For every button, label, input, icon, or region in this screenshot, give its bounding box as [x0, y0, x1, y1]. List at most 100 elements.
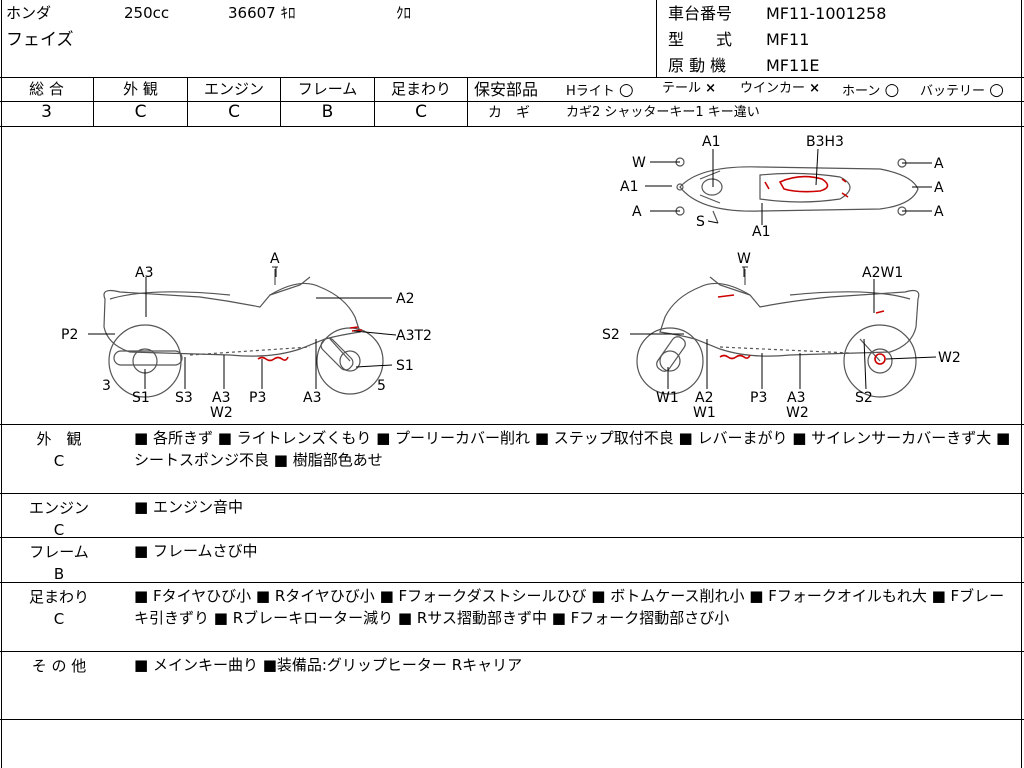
grade-col-1	[93, 78, 94, 126]
line-section-1	[0, 493, 1024, 494]
line-diagram-bottom	[0, 424, 1024, 425]
lbl-top-b3h3: B3H3	[806, 134, 844, 150]
lbl-right-s2-left: S2	[602, 327, 620, 343]
lbl-left-s1: S1	[132, 390, 150, 406]
left-view-leaders	[88, 267, 397, 389]
line-grade-bottom	[0, 126, 1024, 127]
grade-header-engine: エンジン	[203, 80, 264, 98]
safety-item-tail: テール ×	[662, 82, 716, 95]
lbl-top-a1-left: A1	[620, 179, 638, 195]
lbl-left-a3t2: A3T2	[396, 328, 432, 344]
line-section-2	[0, 537, 1024, 538]
model-label: 型 式	[668, 30, 733, 49]
grade-col-5	[467, 78, 468, 126]
lbl-left-5: 5	[377, 378, 386, 394]
grade-header-suspension: 足まわり	[390, 80, 451, 98]
line-section-5	[0, 719, 1024, 720]
lbl-right-a2: A2	[695, 390, 713, 406]
safety-headlight-mark: ○	[618, 80, 634, 100]
right-view-damage	[717, 294, 886, 365]
keys-label: カ ギ	[488, 105, 530, 121]
lbl-right-a2w1: A2W1	[862, 265, 903, 281]
right-view-leaders	[630, 267, 937, 390]
section-frame-title: フレーム	[29, 543, 89, 561]
lbl-left-p3: P3	[249, 390, 266, 406]
section-engine-label: エンジン C	[4, 498, 114, 542]
section-exterior-text: ■ 各所きず ■ ライトレンズくもり ■ プーリーカバー削れ ■ ステップ取付不…	[134, 429, 1011, 469]
lbl-left-a3-top: A3	[135, 265, 153, 281]
lbl-right-w2-right: W2	[938, 350, 961, 366]
grade-header-frame: フレーム	[297, 80, 358, 98]
grade-col-3	[280, 78, 281, 126]
lbl-top-a1-bottom: A1	[752, 224, 770, 240]
outer-left-border	[1, 0, 2, 768]
section-exterior-title: 外 観	[36, 430, 82, 448]
safety-horn-mark: ○	[884, 80, 900, 100]
line-section-4	[0, 651, 1024, 652]
lbl-right-a3: A3	[787, 390, 805, 406]
left-view-damage	[257, 326, 363, 362]
lbl-left-w2: W2	[210, 405, 233, 421]
section-suspension-label: 足まわり C	[4, 587, 114, 631]
lbl-right-p3: P3	[750, 390, 767, 406]
safety-battery-mark: ○	[989, 80, 1004, 100]
keys-value: カギ2 シャッターキー1 キー違い	[566, 105, 760, 120]
line-grade-mid	[0, 101, 1024, 102]
lbl-top-a-r1: A	[934, 156, 944, 172]
grade-header-exterior: 外 観	[123, 80, 158, 98]
section-exterior-grade: C	[53, 451, 65, 470]
displacement: 250cc	[124, 4, 170, 22]
safety-tail-name: テール	[662, 81, 702, 96]
safety-item-headlight: Hライト ○	[566, 82, 634, 99]
grade-value-exterior: C	[134, 102, 147, 122]
section-suspension-text: ■ Fタイヤひび小 ■ Rタイヤひび小 ■ Fフォークダストシールひび ■ ボト…	[134, 587, 1005, 627]
lbl-top-a-r2: A	[934, 180, 944, 196]
frame-no-label: 車台番号	[668, 4, 733, 23]
frame-no: MF11-1001258	[766, 4, 887, 23]
right-view-scooter	[636, 266, 920, 398]
lbl-left-a2: A2	[396, 291, 414, 307]
lbl-top-a1-top: A1	[702, 134, 720, 150]
model-code: MF11	[766, 30, 810, 49]
section-other-text: ■ メインキー曲り ■装備品:グリップヒーター Rキャリア	[134, 656, 523, 674]
section-engine-text: ■ エンジン音中	[134, 498, 243, 516]
engine-label: 原 動 機	[668, 56, 727, 75]
engine-code: MF11E	[766, 56, 820, 75]
safety-item-battery: バッテリー ○	[920, 82, 1004, 99]
lbl-left-p2: P2	[61, 327, 78, 343]
section-exterior-label: 外 観 C	[4, 429, 114, 473]
safety-battery-name: バッテリー	[920, 84, 986, 99]
section-suspension-title: 足まわり	[28, 588, 89, 606]
lbl-right-w2: W2	[786, 405, 809, 421]
grade-value-overall: 3	[41, 102, 52, 122]
section-engine-grade: C	[53, 520, 65, 539]
lbl-left-s1-right: S1	[396, 358, 414, 374]
lbl-left-a-mirror: A	[270, 251, 280, 267]
line-header-bottom	[0, 77, 1024, 78]
lbl-left-a3: A3	[212, 390, 230, 406]
section-engine-title: エンジン	[28, 499, 89, 517]
grade-value-suspension: C	[415, 102, 427, 122]
section-frame-grade: B	[53, 564, 65, 583]
lbl-top-w: W	[632, 155, 646, 171]
lbl-left-s3: S3	[175, 390, 193, 406]
line-section-3	[0, 582, 1024, 583]
lbl-top-a-left: A	[632, 204, 642, 220]
section-suspension-grade: C	[53, 609, 65, 628]
section-frame-label: フレーム B	[4, 542, 114, 586]
safety-item-winker: ウインカー ×	[740, 82, 820, 95]
safety-winker-name: ウインカー	[740, 81, 806, 96]
safety-item-horn: ホーン ○	[842, 82, 899, 99]
lbl-left-3: 3	[102, 378, 111, 394]
safety-headlight-name: Hライト	[566, 84, 615, 99]
safety-label: 保安部品	[474, 80, 539, 99]
grade-header-overall: 総 合	[29, 80, 64, 98]
header-divider	[656, 0, 657, 78]
lbl-right-s2: S2	[855, 390, 873, 406]
lbl-right-w-mirror: W	[737, 251, 751, 267]
safety-winker-mark: ×	[809, 81, 821, 96]
grade-col-2	[187, 78, 188, 126]
grade-value-frame: B	[321, 102, 334, 122]
section-other-title: そ の 他	[31, 657, 87, 675]
maker: ホンダ	[6, 4, 52, 22]
